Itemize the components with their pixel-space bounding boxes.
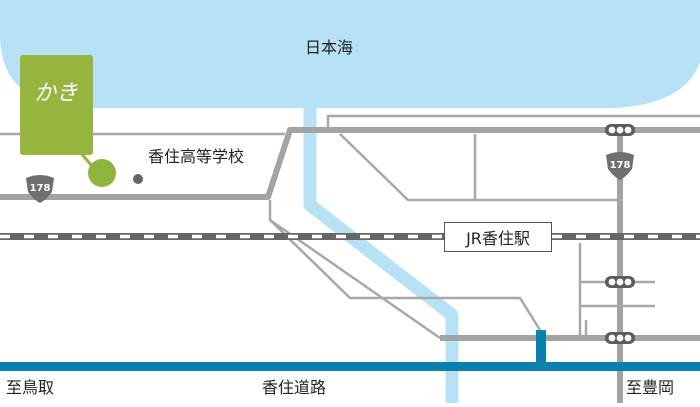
road-sw-diagonal (268, 200, 542, 331)
railway (0, 233, 700, 240)
traffic-signals (605, 124, 635, 344)
road-diagonal-ne (339, 133, 620, 202)
logo-text: かき (34, 81, 78, 106)
school-label: 香住高等学校 (148, 147, 245, 166)
river (303, 100, 459, 403)
sea-label: 日本海 (305, 38, 354, 57)
route-shield-number: 178 (30, 183, 51, 194)
school-dot-icon (133, 174, 143, 184)
minor-roads (0, 114, 700, 340)
route-shield-icon: 178 (26, 175, 54, 203)
route-178-west (0, 127, 700, 200)
route-shield-number: 178 (610, 160, 631, 171)
traffic-signal-icon (605, 276, 635, 288)
expressway (0, 362, 700, 371)
logo-icon: かき (20, 55, 93, 155)
traffic-signal-icon (605, 124, 635, 136)
destination-marker-icon (88, 159, 116, 187)
station-label: JR香住駅 (444, 222, 552, 252)
sea-area (0, 0, 700, 108)
east-destination-label: 至豊岡 (626, 378, 675, 397)
traffic-signal-icon (605, 332, 635, 344)
road-label: 香住道路 (262, 378, 327, 397)
route-shield-icon: 178 (606, 152, 634, 180)
expressway-link (536, 330, 546, 362)
road-north-coast (326, 114, 700, 128)
west-destination-label: 至鳥取 (6, 378, 55, 397)
